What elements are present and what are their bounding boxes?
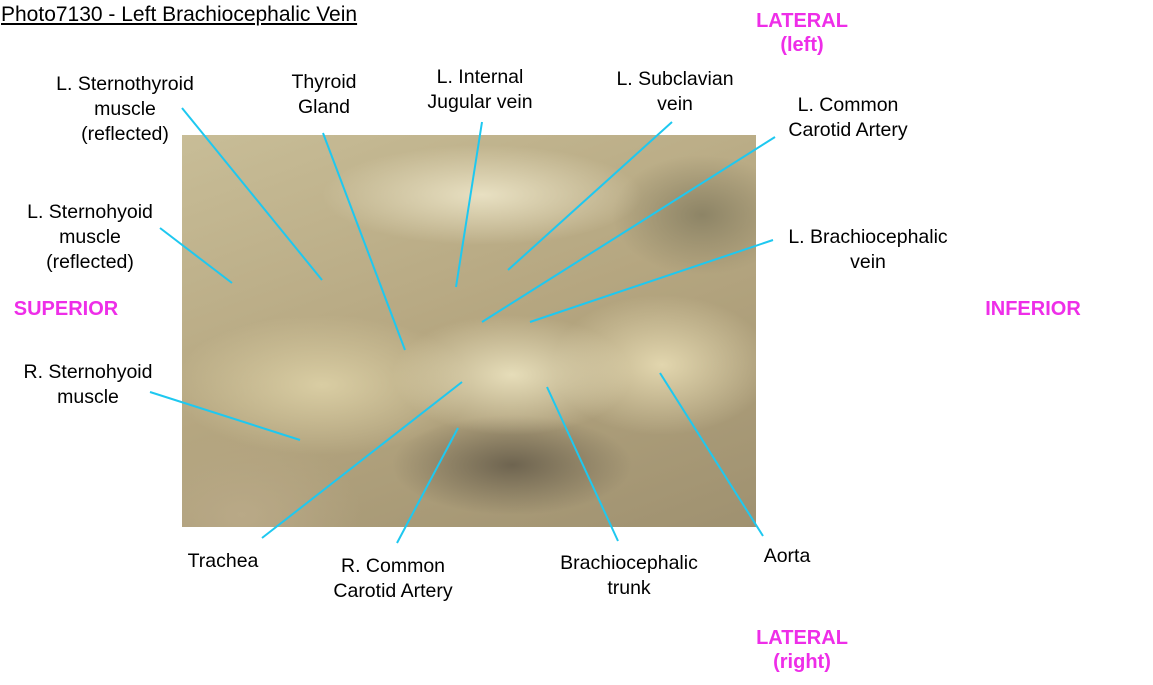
label-text: R. Sternohyoid — [23, 361, 153, 383]
leader-line-r-common-carotid — [396, 427, 459, 544]
leader-line-thyroid-gland — [322, 132, 406, 351]
label-text: vein — [657, 93, 693, 115]
direction-text: (left) — [780, 34, 824, 56]
label-text: Carotid Artery — [333, 580, 453, 602]
label-text: L. Common — [797, 94, 899, 116]
label-text: Carotid Artery — [788, 119, 908, 141]
label-text: R. Common — [340, 555, 446, 577]
leader-line-l-common-carotid — [481, 136, 776, 323]
label-text: L. Subclavian — [616, 68, 734, 90]
label-text: L. Sternothyroid — [56, 73, 194, 95]
label-text: L. Internal — [436, 66, 524, 88]
label-text: Jugular vein — [427, 91, 533, 113]
label-text: Aorta — [763, 545, 811, 567]
label-text: (reflected) — [81, 123, 169, 145]
label-l-sternothyroid: L. Sternothyroid muscle (reflected) — [56, 72, 194, 147]
label-text: muscle — [59, 226, 121, 248]
label-brachiocephalic-trunk: Brachiocephalic trunk — [560, 551, 698, 601]
page-title: Photo7130 - Left Brachiocephalic Vein — [1, 3, 358, 26]
label-text: L. Sternohyoid — [27, 201, 153, 223]
leader-line-brachiocephalic-trunk — [546, 386, 619, 542]
label-text: L. Brachiocephalic — [788, 226, 948, 248]
label-text: trunk — [607, 577, 651, 599]
leader-line-l-internal-jugular — [455, 121, 483, 288]
leader-line-l-sternohyoid — [159, 227, 233, 284]
direction-text: LATERAL — [756, 627, 848, 649]
direction-lateral-left: LATERAL(left) — [756, 9, 848, 57]
label-text: muscle — [57, 386, 119, 408]
label-text: (reflected) — [46, 251, 134, 273]
leader-line-l-brachiocephalic-vein — [529, 239, 774, 323]
leader-line-trachea — [261, 381, 463, 539]
leader-line-l-subclavian — [507, 121, 673, 271]
label-text: Thyroid — [291, 71, 357, 93]
label-text: Gland — [297, 96, 351, 118]
leader-line-aorta — [659, 372, 764, 537]
label-l-brachiocephalic-vein: L. Brachiocephalic vein — [788, 225, 947, 275]
direction-text: LATERAL — [756, 10, 848, 32]
direction-inferior: INFERIOR — [985, 298, 1081, 320]
label-text: vein — [850, 251, 886, 273]
leader-line-r-sternohyoid — [149, 391, 301, 441]
label-l-subclavian: L. Subclavian vein — [616, 67, 733, 117]
direction-text: (right) — [773, 651, 831, 673]
label-text: Trachea — [187, 550, 259, 572]
label-aorta: Aorta — [764, 544, 811, 569]
direction-superior: SUPERIOR — [13, 298, 119, 320]
label-trachea: Trachea — [188, 549, 259, 574]
label-r-sternohyoid: R. Sternohyoid muscle — [24, 360, 153, 410]
label-text: Brachiocephalic — [560, 552, 698, 574]
direction-lateral-right: LATERAL(right) — [756, 626, 848, 674]
label-text: muscle — [94, 98, 156, 120]
label-l-sternohyoid: L. Sternohyoid muscle (reflected) — [27, 200, 153, 275]
leader-line-l-sternothyroid — [181, 107, 323, 281]
